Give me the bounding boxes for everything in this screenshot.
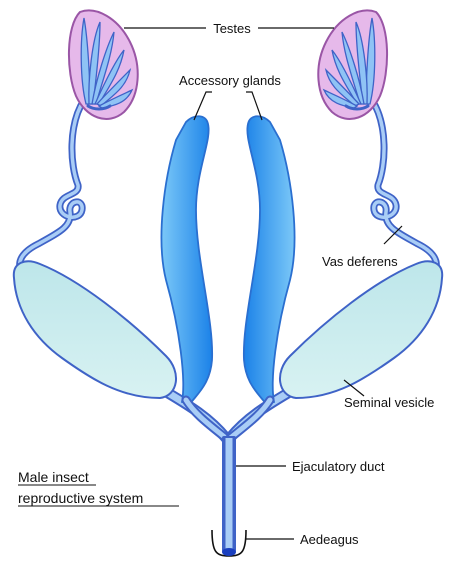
label-seminal-vesicle: Seminal vesicle — [344, 395, 434, 410]
label-vas-deferens: Vas deferens — [322, 254, 398, 269]
label-accessory-glands: Accessory glands — [179, 73, 281, 88]
seminal-vesicle-right — [280, 261, 442, 398]
caption-line-1: Male insect — [18, 469, 89, 485]
label-testes: Testes — [213, 21, 251, 36]
label-aedeagus: Aedeagus — [300, 532, 359, 547]
vas-deferens-left — [20, 100, 84, 272]
vas-deferens-right — [372, 100, 436, 272]
label-ejaculatory-duct: Ejaculatory duct — [292, 459, 385, 474]
caption-line-2: reproductive system — [18, 490, 143, 506]
ejaculatory-duct — [222, 436, 236, 552]
testis-left — [69, 10, 138, 118]
seminal-vesicle-left — [14, 261, 176, 398]
testis-right — [318, 10, 387, 118]
